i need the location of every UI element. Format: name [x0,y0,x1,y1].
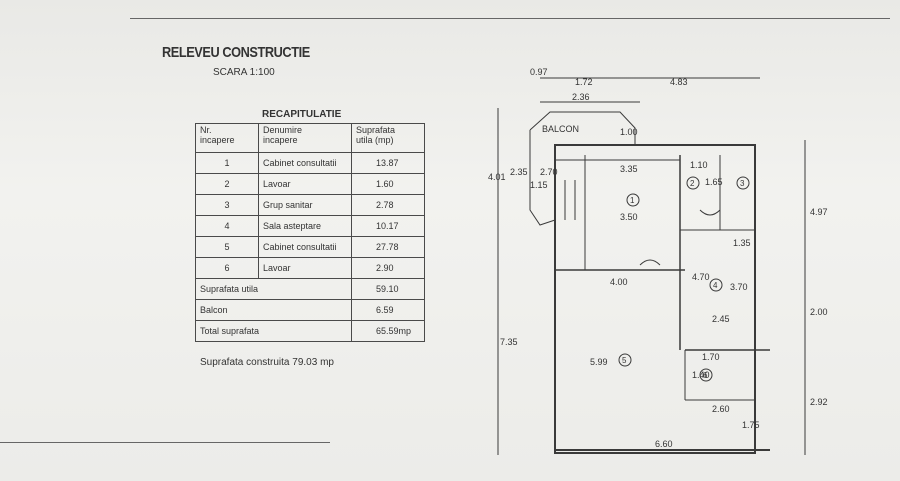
dim-label: 1.00 [620,127,638,137]
recap-title: RECAPITULATIE [262,109,342,120]
room-nr: 1 [195,152,259,174]
top-rule [130,18,890,19]
dim-label: 4.01 [488,172,506,182]
dim-label: 1.35 [733,238,751,248]
dim-label: 5.99 [590,357,608,367]
room-name: Sala asteptare [258,215,352,237]
total-value: 6.59 [351,299,425,321]
room-area: 2.78 [351,194,425,216]
dim-label: 2.45 [712,314,730,324]
total-value: 59.10 [351,278,425,300]
bottom-rule [0,442,330,443]
dim-label: 4.00 [610,277,628,287]
table-header-row: Nr. incapere Denumire incapere Suprafata… [195,123,425,153]
recap-table: Nr. incapere Denumire incapere Suprafata… [195,123,425,342]
dim-label: 2.60 [712,404,730,414]
dim-label: 0.97 [530,67,548,77]
built-area-label: Suprafata construita 79.03 mp [200,357,334,368]
total-label: Total suprafata [195,320,352,342]
scale-label: SCARA 1:100 [213,67,275,78]
column-header: Nr. incapere [195,123,259,153]
room-number: 4 [713,281,718,290]
dim-label: 3.70 [730,282,748,292]
dim-label: 1.10 [690,160,708,170]
room-number: 6 [703,371,708,380]
dim-label: 1.40 [692,370,710,380]
room-nr: 3 [195,194,259,216]
dim-label: 4.83 [670,77,688,87]
room-area: 27.78 [351,236,425,258]
column-header: Suprafata utila (mp) [351,123,425,153]
dim-label: 2.92 [810,397,828,407]
page-title: RELEVEU CONSTRUCTIE [162,44,310,61]
dim-label: 2.70 [540,167,558,177]
room-nr: 6 [195,257,259,279]
dim-label: 3.50 [620,212,638,222]
room-number: 1 [630,196,635,205]
balcony-label: BALCON [542,124,579,134]
room-area: 1.60 [351,173,425,195]
total-label: Balcon [195,299,352,321]
dim-label: 1.15 [530,180,548,190]
room-number: 2 [690,179,695,188]
dim-label: 6.60 [655,439,673,449]
dim-label: 4.97 [810,207,828,217]
room-nr: 4 [195,215,259,237]
room-area: 2.90 [351,257,425,279]
room-number: 5 [622,356,627,365]
room-name: Cabinet consultatii [258,152,352,174]
dim-label: 2.00 [810,307,828,317]
dim-label: 7.35 [500,337,518,347]
floor-plan: BALCON 0.97 1.72 4.83 2.36 1.00 3.35 1.1… [488,67,828,455]
dim-label: 2.35 [510,167,528,177]
room-nr: 2 [195,173,259,195]
room-name: Lavoar [258,257,352,279]
dim-label: 2.36 [572,92,590,102]
room-nr: 5 [195,236,259,258]
dim-label: 1.75 [742,420,760,430]
dim-label: 3.35 [620,164,638,174]
room-name: Grup sanitar [258,194,352,216]
dim-label: 1.70 [702,352,720,362]
column-header: Denumire incapere [258,123,352,153]
dim-label: 4.70 [692,272,710,282]
dim-label: 1.65 [705,177,723,187]
room-name: Lavoar [258,173,352,195]
room-number: 3 [740,179,745,188]
room-area: 13.87 [351,152,425,174]
room-name: Cabinet consultatii [258,236,352,258]
total-value: 65.59mp [351,320,425,342]
room-area: 10.17 [351,215,425,237]
dim-label: 1.72 [575,77,593,87]
total-label: Suprafata utila [195,278,352,300]
